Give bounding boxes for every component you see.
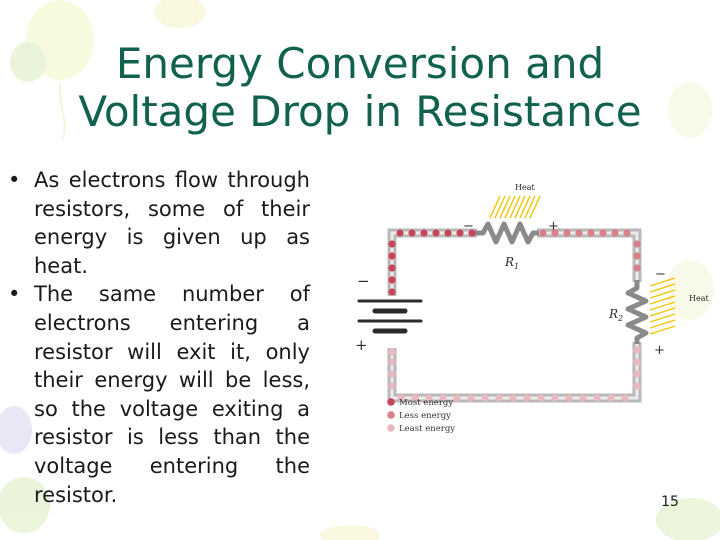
- heat-label-top: Heat: [515, 183, 535, 192]
- r1-label-text: R: [504, 255, 514, 269]
- r1-label-sub: 1: [514, 262, 519, 271]
- legend-label-most: Most energy: [399, 398, 453, 408]
- heat-rays-r2: [649, 277, 676, 335]
- page-number: 15: [661, 494, 679, 510]
- circuit-wire: [387, 228, 642, 403]
- bullet-marker: •: [8, 168, 21, 192]
- r1-plus: +: [548, 219, 559, 234]
- r1-minus: −: [463, 219, 474, 234]
- r1-label: R1: [504, 255, 519, 271]
- r2-plus: +: [654, 343, 665, 358]
- bullet-item: • As electrons flow through resistors, s…: [8, 166, 310, 280]
- bullet-list: • As electrons flow through resistors, s…: [8, 166, 310, 509]
- electrons-least-energy: [388, 346, 641, 402]
- bullet-text: As electrons flow through resistors, som…: [34, 168, 310, 278]
- r2-label-sub: 2: [617, 314, 623, 323]
- heat-rays-r1: [489, 195, 541, 219]
- legend-label-less: Less energy: [399, 411, 451, 421]
- bullet-text: The same number of electrons entering a …: [34, 282, 310, 507]
- electrons-most-energy: [388, 229, 476, 296]
- title-line-2: Voltage Drop in Resistance: [78, 87, 642, 136]
- legend: Most energy Less energy Least energy: [387, 398, 455, 434]
- bullet-item: • The same number of electrons entering …: [8, 280, 310, 509]
- legend-swatch-most: [387, 398, 395, 406]
- r2-label: R2: [608, 307, 623, 323]
- bullet-marker: •: [8, 282, 21, 307]
- battery-plus: +: [355, 336, 368, 354]
- resistor-r2: [625, 280, 649, 344]
- legend-swatch-less: [387, 411, 395, 419]
- battery: [357, 299, 423, 334]
- title-line-1: Energy Conversion and: [115, 39, 605, 88]
- slide-title: Energy Conversion and Voltage Drop in Re…: [40, 40, 680, 136]
- battery-minus: −: [357, 272, 370, 290]
- legend-swatch-least: [387, 424, 395, 432]
- r2-minus: −: [655, 267, 666, 282]
- heat-label-right: Heat: [689, 294, 709, 303]
- legend-label-least: Least energy: [399, 424, 455, 434]
- resistor-r1: [475, 221, 539, 245]
- electrons-less-energy: [539, 229, 641, 272]
- circuit-diagram: − + − + R1 Heat − + R2 Heat: [355, 183, 709, 434]
- r2-label-text: R: [608, 307, 618, 321]
